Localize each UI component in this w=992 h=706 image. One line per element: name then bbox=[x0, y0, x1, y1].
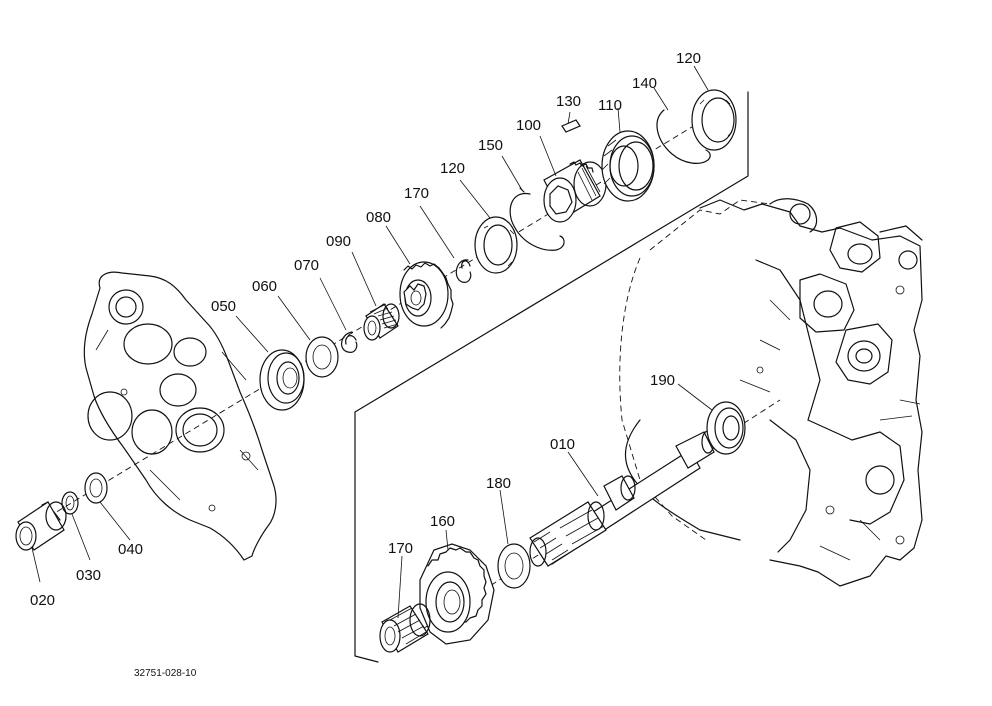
part-130-key bbox=[561, 119, 581, 133]
label-130: 130 bbox=[556, 93, 581, 110]
right-transmission-case bbox=[619, 198, 923, 587]
label-170: 170 bbox=[388, 540, 413, 557]
part-010-shaft bbox=[529, 430, 715, 567]
part-labels: 020 030 040 050 060 070 090 080 170 120 … bbox=[30, 50, 701, 609]
part-150-circlip bbox=[455, 259, 472, 283]
part-080-gear bbox=[399, 261, 454, 329]
part-070-circlip bbox=[341, 331, 358, 353]
left-housing-cover bbox=[83, 271, 277, 561]
part-190-ball-bearing bbox=[706, 401, 746, 455]
part-020-needle-bushing bbox=[15, 501, 67, 551]
label-150: 170 bbox=[404, 185, 429, 202]
upper-group-frame bbox=[354, 91, 749, 663]
label-030: 030 bbox=[76, 567, 101, 584]
label-040: 040 bbox=[118, 541, 143, 558]
drawing-number: 32751-028-10 bbox=[134, 668, 197, 679]
label-180: 180 bbox=[486, 475, 511, 492]
part-140-spring-right bbox=[656, 109, 711, 164]
label-010: 010 bbox=[550, 436, 575, 453]
label-070: 070 bbox=[294, 257, 319, 274]
part-170-needle-bearing bbox=[379, 603, 431, 653]
label-140-left: 150 bbox=[478, 137, 503, 154]
part-110-sleeve bbox=[601, 130, 655, 202]
label-140-right: 140 bbox=[632, 75, 657, 92]
label-100: 100 bbox=[516, 117, 541, 134]
part-160-gear bbox=[419, 543, 495, 645]
label-120-right: 120 bbox=[676, 50, 701, 67]
label-050: 050 bbox=[211, 298, 236, 315]
label-060: 060 bbox=[252, 278, 277, 295]
label-090: 090 bbox=[326, 233, 351, 250]
label-120-left: 120 bbox=[440, 160, 465, 177]
label-020: 020 bbox=[30, 592, 55, 609]
part-060-washer bbox=[305, 336, 339, 378]
part-030-snap-ring bbox=[61, 491, 79, 515]
part-180-washer bbox=[497, 543, 531, 589]
label-160: 160 bbox=[430, 513, 455, 530]
part-040-washer bbox=[84, 472, 108, 504]
label-080: 080 bbox=[366, 209, 391, 226]
label-110: 110 bbox=[598, 97, 622, 114]
leader-lines bbox=[31, 65, 713, 619]
part-120-synchro-ring-right bbox=[691, 89, 737, 151]
part-100-synchro-hub bbox=[543, 159, 607, 223]
part-120-synchro-ring-left bbox=[474, 216, 518, 274]
part-090-needle-cage bbox=[363, 303, 400, 341]
label-190: 190 bbox=[650, 372, 675, 389]
part-050-ball-bearing bbox=[259, 349, 305, 411]
